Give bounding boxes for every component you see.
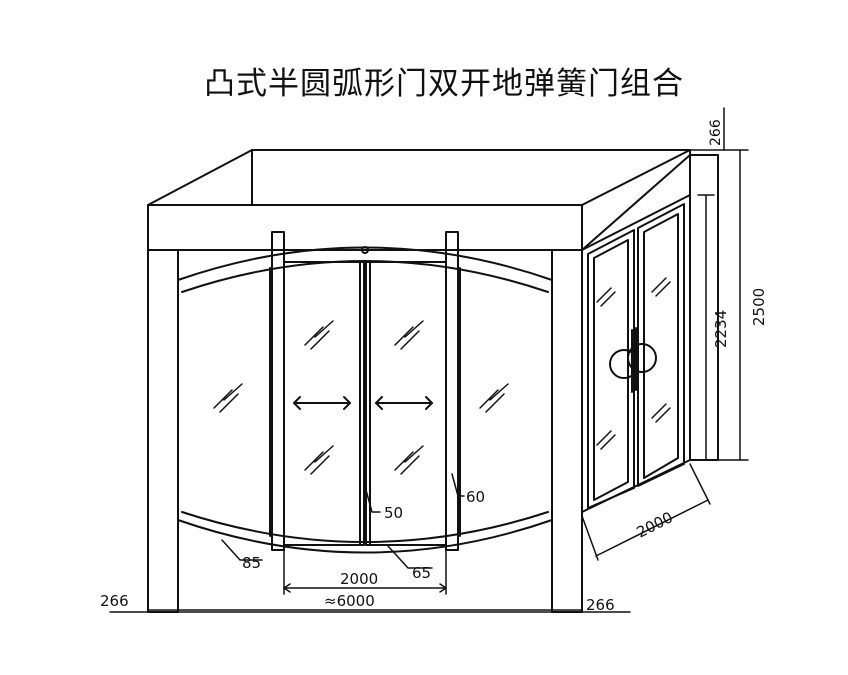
glass-hatch-marks xyxy=(213,277,671,475)
side-far-post xyxy=(689,154,719,461)
dim-label-door-width: 2000 xyxy=(340,570,378,588)
top-frame xyxy=(147,149,691,251)
top-frame-diag xyxy=(581,149,691,206)
left-fixed-glass xyxy=(177,267,271,537)
right-fixed-glass xyxy=(459,267,553,537)
dim-label-50: 50 xyxy=(384,504,403,522)
side-door-right-inner xyxy=(643,213,679,479)
dim-label-total-height: 2500 xyxy=(750,288,768,326)
side-door-handle-right-icon xyxy=(627,343,657,373)
door-post-left xyxy=(271,231,285,551)
door-pivot-icon xyxy=(361,246,369,254)
dim-label-side-depth: 2000 xyxy=(634,508,676,541)
side-door-left-leaf xyxy=(587,229,635,509)
side-door-right-leaf xyxy=(637,203,685,487)
dim-label-top-height: 266 xyxy=(708,119,724,146)
side-door-handle-left-icon xyxy=(609,349,639,379)
diagram-title: 凸式半圆弧形门双开地弹簧门组合 xyxy=(204,66,684,102)
dim-label-door-height: 2234 xyxy=(712,310,730,348)
side-door-left-inner xyxy=(593,239,629,501)
arrow-left-heads xyxy=(293,396,351,410)
leader-65 xyxy=(387,545,433,569)
dim-label-total-width: ≈6000 xyxy=(324,592,375,610)
leader-50 xyxy=(365,489,381,513)
leader-60 xyxy=(451,473,465,497)
dim-label-left-post: 266 xyxy=(100,592,129,610)
right-post xyxy=(551,249,583,613)
side-door-frame xyxy=(581,194,691,513)
arrow-right-heads xyxy=(375,396,433,410)
leader-85 xyxy=(221,539,263,561)
left-post xyxy=(147,249,179,613)
dim-label-85: 85 xyxy=(242,554,261,572)
depth-dim-line xyxy=(595,499,709,557)
arc-bottom-outer xyxy=(177,519,553,554)
door-post-right xyxy=(445,231,459,551)
dim-label-right-post: 266 xyxy=(586,596,615,614)
dim-label-65: 65 xyxy=(412,564,431,582)
dim-label-60: 60 xyxy=(466,488,485,506)
